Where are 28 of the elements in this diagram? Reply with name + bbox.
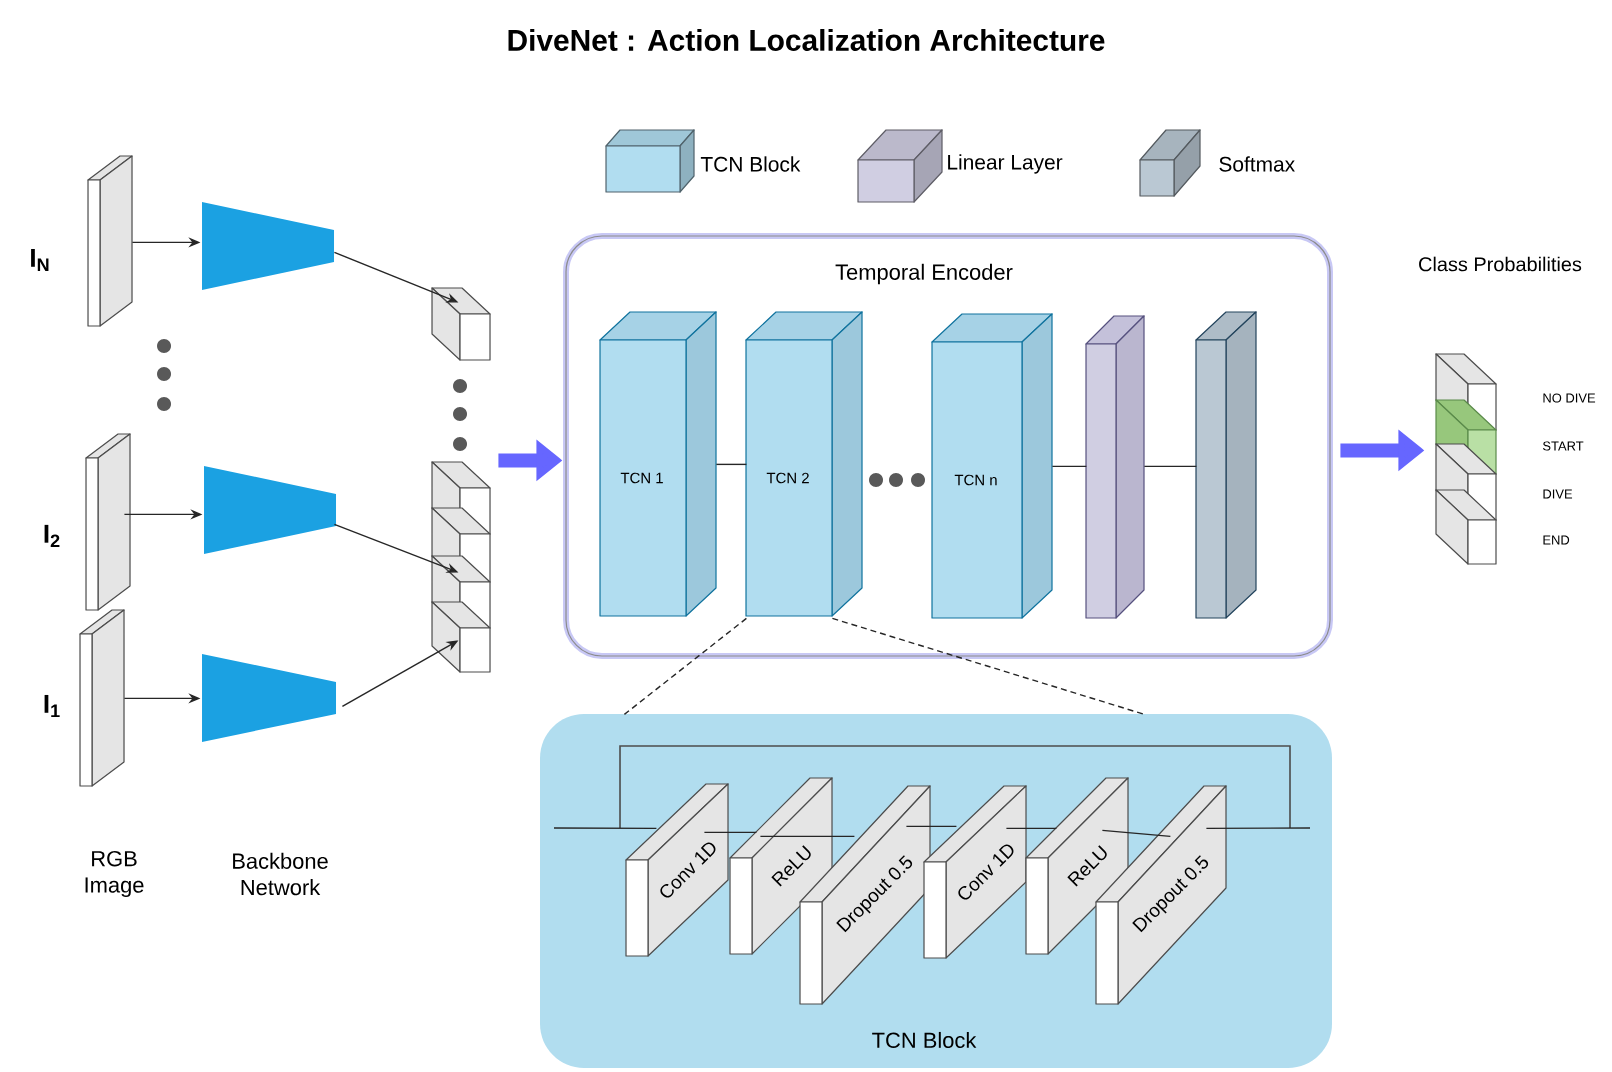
connector-line: [1051, 465, 1088, 468]
image-label: I$_{N}$: [31, 248, 49, 271]
connector-line: [1101, 829, 1172, 838]
connector-line: [905, 825, 958, 828]
legend-label: TCN Block: [700, 156, 801, 172]
node-label: Class Probabilities: [1419, 256, 1582, 272]
connector-line: [553, 827, 658, 830]
connector-line: [1205, 827, 1311, 830]
image-label: I$_{2}$: [44, 524, 60, 548]
feature-cube: [431, 287, 491, 361]
connector-line: [703, 831, 758, 834]
axis-caption: Backbone Network: [233, 852, 328, 896]
backbone-trapezoid: [204, 466, 336, 554]
connector-line: [831, 617, 1146, 716]
image-label: I$_{1}$: [44, 694, 60, 717]
linear-layer-cube: [1085, 315, 1145, 619]
title: DiveNet : Action Localization Architecture: [508, 29, 1105, 51]
feature-stack: [431, 461, 491, 673]
backbone-trapezoid: [202, 202, 334, 290]
backbone-trapezoid: [202, 654, 336, 742]
connector-line: [1005, 827, 1058, 830]
connector-line: [623, 617, 748, 716]
connector-line: [715, 463, 748, 466]
axis-caption: RGB Image: [85, 850, 144, 898]
softmax-cube: [1195, 311, 1257, 619]
legend-label: Softmax: [1219, 156, 1295, 172]
legend-label: Linear Layer: [948, 154, 1063, 174]
connector-line: [1143, 465, 1198, 468]
